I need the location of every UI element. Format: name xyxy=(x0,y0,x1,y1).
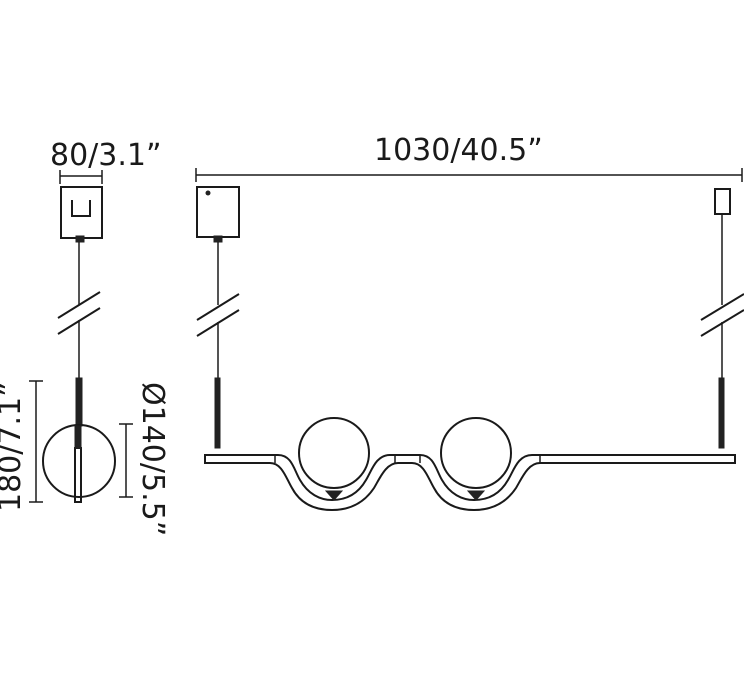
right-canopy xyxy=(714,188,731,215)
globe-2-holder xyxy=(466,490,486,501)
front-view: 1030/40.5” xyxy=(195,133,744,512)
left-rod xyxy=(214,377,221,449)
diameter-label: Ø140/5.5” xyxy=(135,382,170,536)
side-view: 80/3.1” 180/7.1” Ø140/5.5” xyxy=(0,138,170,536)
height-label: 180/7.1” xyxy=(0,381,28,512)
overall-length-label: 1030/40.5” xyxy=(374,133,543,168)
canopy-width-label: 80/3.1” xyxy=(50,138,162,173)
right-rod xyxy=(718,377,725,449)
globe-1-holder xyxy=(324,490,344,501)
left-canopy xyxy=(196,186,240,238)
right-cable-break xyxy=(700,293,744,321)
side-globe xyxy=(42,424,116,498)
canopy-bracket xyxy=(71,200,91,217)
globe-1 xyxy=(298,417,370,489)
cable-break-mark xyxy=(57,291,101,319)
side-rod xyxy=(75,377,83,427)
canopy-side xyxy=(60,186,103,239)
side-arm xyxy=(74,447,82,503)
globe-2 xyxy=(440,417,512,489)
wavy-bar xyxy=(204,454,736,512)
left-cable-break xyxy=(196,293,240,321)
